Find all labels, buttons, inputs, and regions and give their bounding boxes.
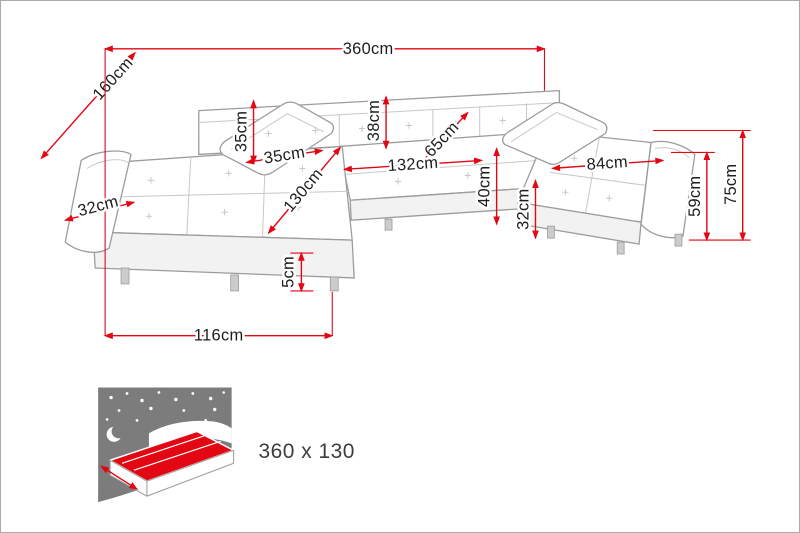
stars-and-moon: [105, 391, 225, 442]
dim-inner-seat-height: 40cm: [473, 147, 500, 226]
right-chaise-front: [516, 201, 642, 245]
dim-leg-height: 5cm: [277, 251, 314, 293]
bed-base-front: [146, 449, 235, 497]
sleeping-area-label: 360 x 130: [259, 440, 355, 463]
left-chaise-front: [92, 231, 355, 279]
dim-label-side-depth: 160cm: [89, 54, 136, 104]
dim-label-total-width: 360cm: [343, 40, 394, 58]
dim-label-backrest-height: 38cm: [365, 100, 383, 141]
sleeping-area-icon: 360 x 130: [98, 387, 356, 503]
dim-total-width: 360cm: [103, 37, 546, 91]
dimension-annotations: 360cm 160cm 116cm 5cm 35cm 35cm: [40, 37, 751, 347]
dim-label-center-seat-width: 132cm: [387, 154, 439, 175]
dim-arm-height: 59cm: [670, 151, 715, 242]
dim-label-right-seat-width: 84cm: [586, 153, 629, 174]
dim-right-seat-width: 84cm: [551, 150, 665, 176]
bed-width-arrow: [99, 465, 139, 490]
dim-right-arm-width: 32cm: [512, 178, 539, 240]
sofa-legs: [120, 208, 683, 292]
dim-label-front-left-width: 116cm: [194, 327, 244, 345]
dim-front-left-width: 116cm: [103, 291, 334, 347]
dim-total-height: 75cm: [653, 129, 751, 242]
dim-side-depth: 160cm: [40, 51, 139, 160]
dim-backrest-height: 38cm: [363, 95, 390, 150]
dim-label-pillow-height: 35cm: [233, 111, 251, 152]
dim-label-inner-seat-height: 40cm: [476, 166, 494, 207]
dim-label-total-height: 75cm: [722, 164, 740, 205]
dim-label-leg-height: 5cm: [279, 256, 297, 288]
dim-label-right-arm-width: 32cm: [515, 189, 533, 230]
sofa-illustration: [64, 90, 696, 292]
dim-label-arm-height: 59cm: [686, 176, 704, 217]
left-chaise-seat: [92, 145, 353, 241]
